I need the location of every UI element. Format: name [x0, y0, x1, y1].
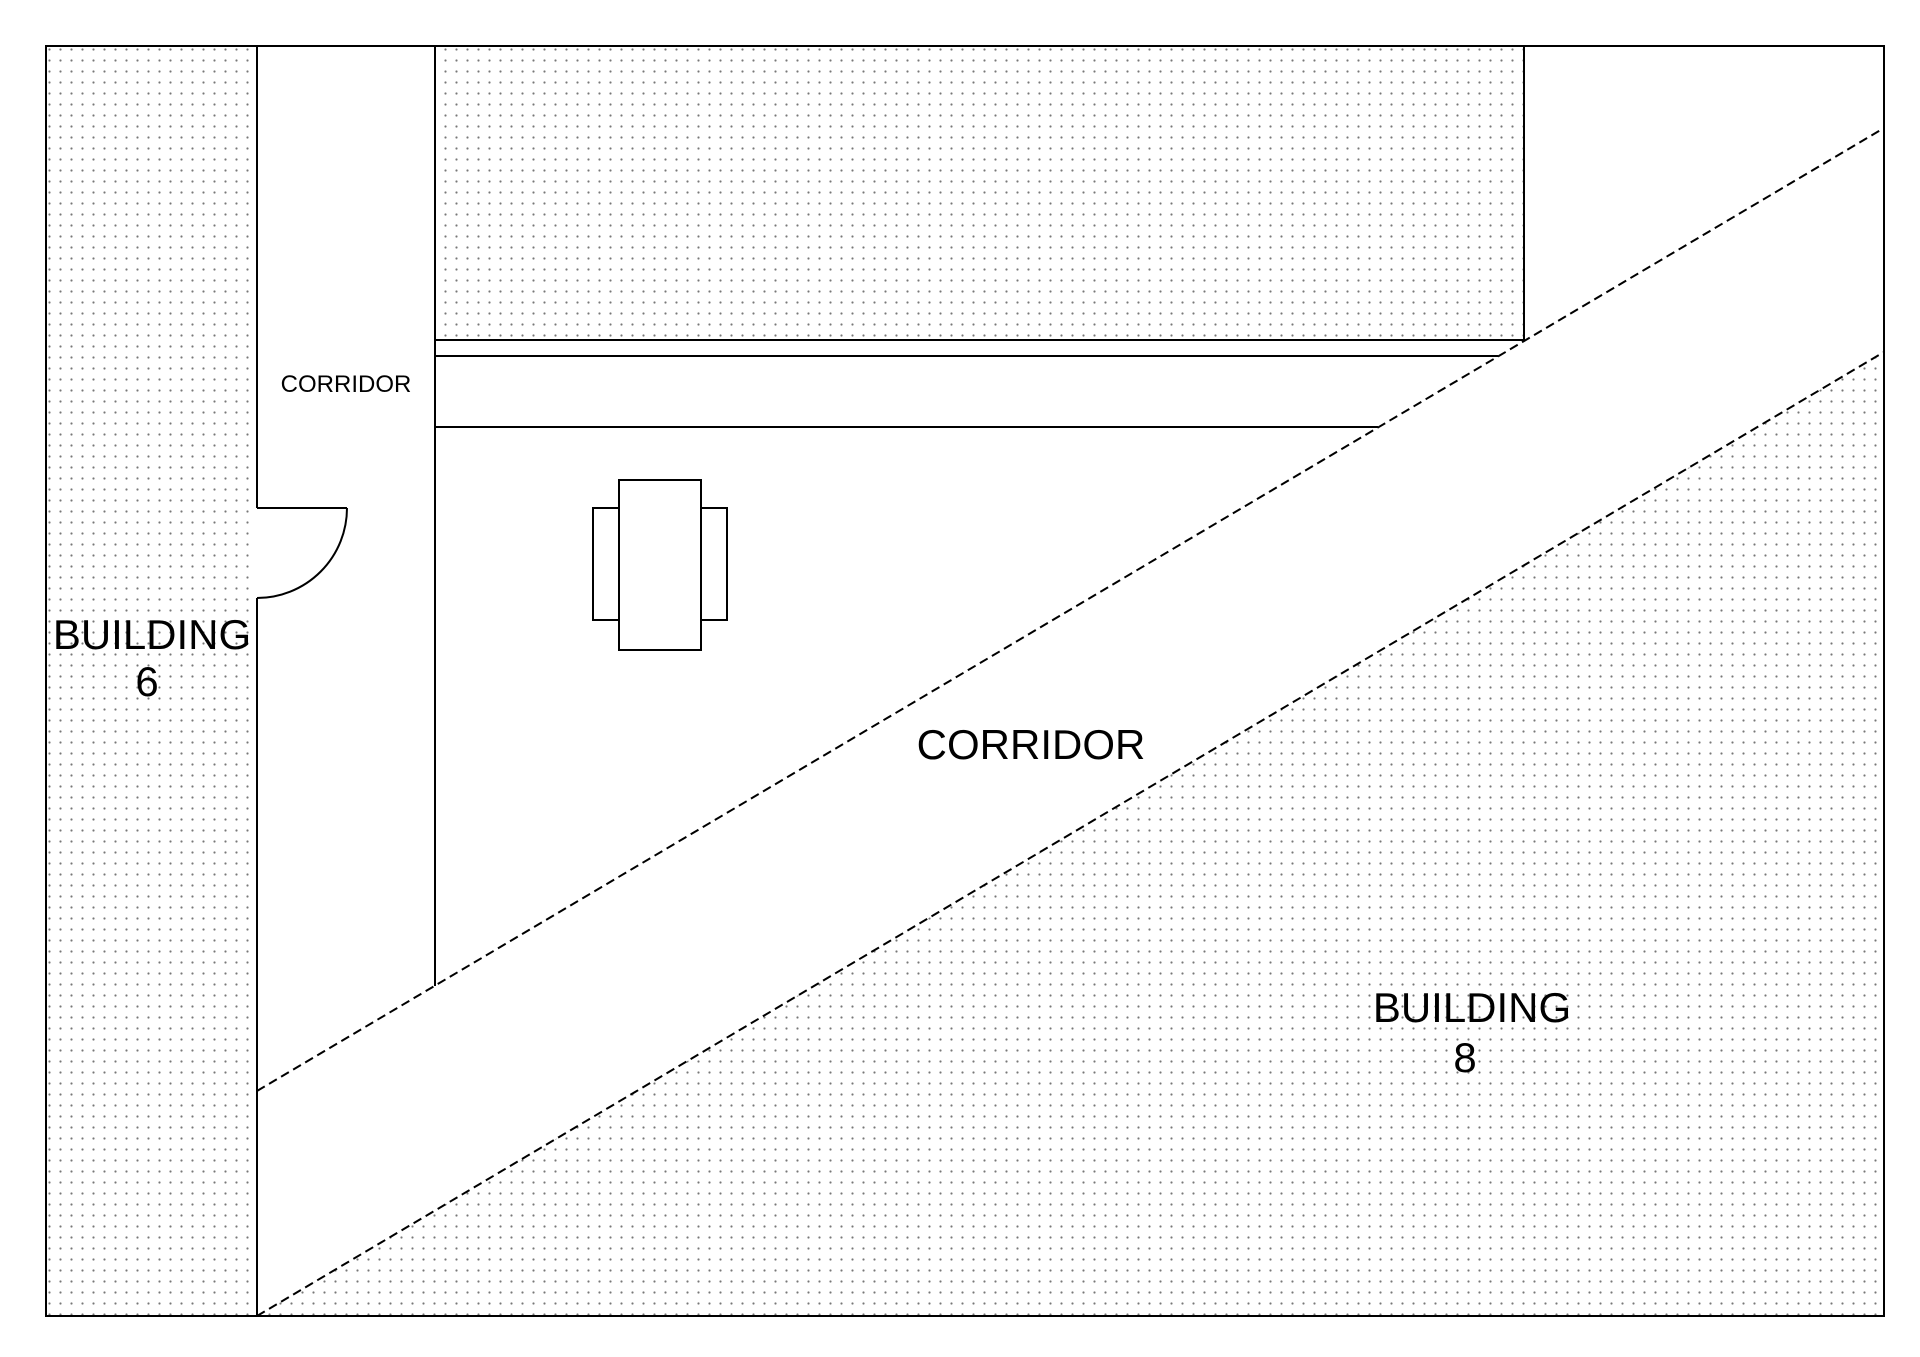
building-6-label-line1: BUILDING — [53, 611, 251, 658]
chair-right — [700, 507, 728, 621]
main-corridor-label: CORRIDOR — [917, 721, 1146, 768]
building-6-label-line2: 6 — [135, 658, 158, 705]
corridor-edge-lower — [256, 351, 1885, 1317]
door-opening — [257, 508, 347, 598]
door-swing-arc — [256, 507, 348, 599]
side-corridor-label: CORRIDOR — [281, 371, 412, 398]
table — [618, 479, 702, 651]
building-6-area — [46, 46, 257, 1316]
corridor-edge-dashed — [256, 127, 1885, 1092]
top-building-area — [435, 46, 1524, 340]
site-outline — [45, 45, 1885, 1317]
building-8-label-line2: 8 — [1453, 1034, 1476, 1081]
chair-left — [592, 507, 620, 621]
building-8-label-line1: BUILDING — [1373, 984, 1571, 1031]
